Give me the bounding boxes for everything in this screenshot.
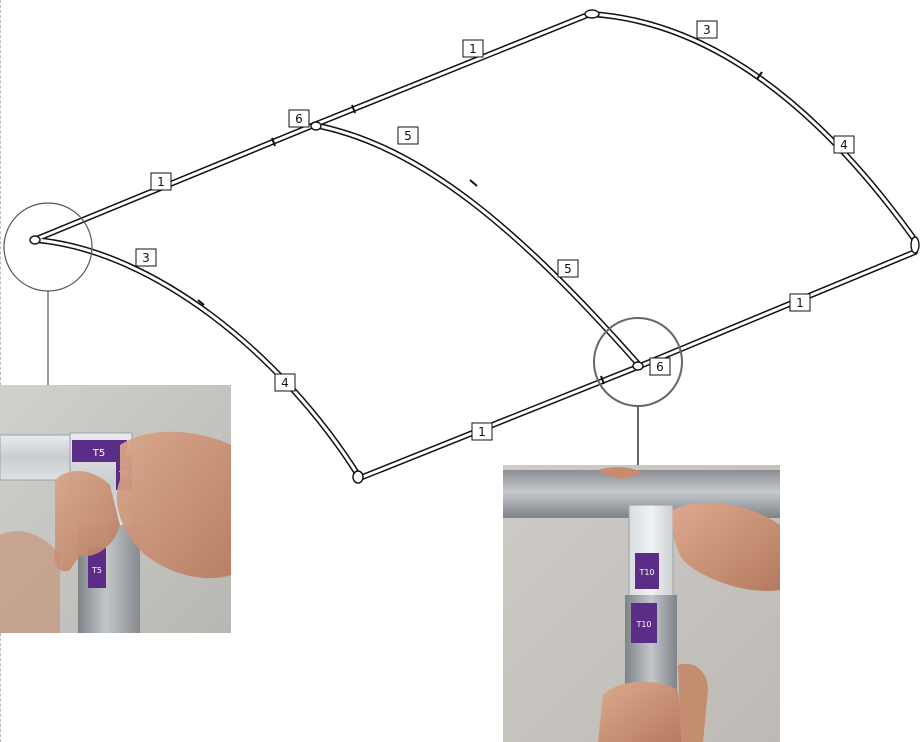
joint-left-corner bbox=[29, 235, 41, 245]
svg-text:1: 1 bbox=[469, 42, 477, 56]
svg-text:1: 1 bbox=[478, 425, 486, 439]
arc-middle bbox=[311, 122, 643, 369]
part-label-4-back: 4 bbox=[833, 135, 855, 154]
part-label-1-left: 1 bbox=[150, 172, 172, 191]
svg-text:T5: T5 bbox=[91, 566, 102, 575]
arc-back bbox=[587, 11, 918, 243]
callout-left bbox=[3, 202, 93, 385]
svg-text:6: 6 bbox=[656, 360, 664, 374]
svg-text:1: 1 bbox=[157, 175, 165, 189]
svg-text:3: 3 bbox=[142, 251, 150, 265]
callout-right bbox=[593, 317, 683, 465]
svg-text:5: 5 bbox=[404, 129, 412, 143]
sticker-t10-lower: T10 bbox=[631, 603, 657, 643]
part-label-4-front: 4 bbox=[274, 373, 296, 392]
part-label-6-top: 6 bbox=[288, 109, 310, 128]
part-label-1-front: 1 bbox=[471, 422, 493, 441]
part-label-3-back: 3 bbox=[696, 20, 718, 39]
svg-text:6: 6 bbox=[295, 112, 303, 126]
svg-text:T10: T10 bbox=[635, 620, 651, 629]
part-label-1-right: 1 bbox=[789, 293, 811, 312]
frame-joints bbox=[29, 9, 920, 484]
part-label-6-bottom: 6 bbox=[649, 357, 671, 376]
tube-seams bbox=[197, 71, 763, 385]
svg-text:5: 5 bbox=[564, 262, 572, 276]
photo-corner-connector: T5 T5 T5 bbox=[0, 385, 231, 633]
joint-top-corner bbox=[584, 9, 600, 19]
svg-text:1: 1 bbox=[796, 296, 804, 310]
part-label-1-top: 1 bbox=[462, 39, 484, 58]
joint-middle-bottom bbox=[632, 361, 644, 371]
svg-text:T5: T5 bbox=[92, 448, 105, 459]
sticker-t5-top: T5 bbox=[72, 440, 127, 462]
part-label-3-front: 3 bbox=[135, 248, 157, 267]
joint-right-corner bbox=[910, 236, 920, 254]
part-label-5-upper: 5 bbox=[397, 126, 419, 145]
svg-text:4: 4 bbox=[840, 138, 848, 152]
sticker-t10-upper: T10 bbox=[635, 553, 659, 589]
svg-text:T10: T10 bbox=[638, 568, 654, 577]
sticker-t5-bottom: T5 bbox=[88, 548, 106, 588]
page-edge-dashes-bottom bbox=[0, 633, 1, 742]
part-labels: 1 1 1 1 3 3 4 4 bbox=[135, 20, 855, 441]
svg-text:3: 3 bbox=[703, 23, 711, 37]
svg-text:4: 4 bbox=[281, 376, 289, 390]
frame-tubes bbox=[31, 11, 918, 481]
part-label-5-lower: 5 bbox=[557, 259, 579, 278]
joint-middle-top bbox=[310, 121, 322, 131]
photo-tee-connector: T10 T10 bbox=[503, 465, 780, 742]
joint-bottom-corner bbox=[352, 470, 364, 484]
page-edge-dashes-top bbox=[0, 0, 1, 385]
